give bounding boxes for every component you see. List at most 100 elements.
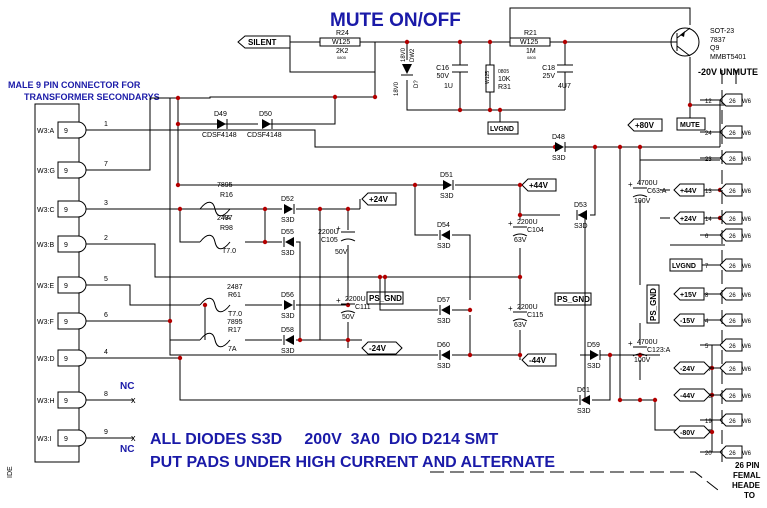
header-pin-sheet: W6 xyxy=(742,234,752,240)
diode-part: S3D xyxy=(440,193,454,200)
fuse-code: 2487 xyxy=(227,284,243,291)
fuse-code: 2487 xyxy=(217,215,233,222)
header-pin-number: 20 xyxy=(705,451,712,457)
pin-number: 9 xyxy=(64,398,68,405)
nc-x-mark: x xyxy=(131,395,136,405)
flag-plus24v: +24V xyxy=(361,192,397,206)
diode-part: S3D xyxy=(437,363,451,370)
pin-name: W3:B xyxy=(37,242,54,249)
header-pin-sheet: W6 xyxy=(742,189,752,195)
svg-text:SILENT: SILENT xyxy=(248,38,277,47)
junction-dot xyxy=(317,206,323,212)
junction-dots xyxy=(167,39,723,435)
header-pin-sheet: W6 xyxy=(742,217,752,223)
pin-name: W3:C xyxy=(37,207,55,214)
diode-part: CDSF4148 xyxy=(202,132,237,139)
header-pin-tag: 26 xyxy=(729,394,736,400)
cap-ref: C104 xyxy=(527,227,544,234)
diode-ref: D57 xyxy=(437,297,450,304)
cap-value: 2200U xyxy=(345,296,366,303)
header-pin-number: 19 xyxy=(705,419,712,425)
diode-ref: D54 xyxy=(437,222,450,229)
svg-text:PS_GND: PS_GND xyxy=(369,294,402,303)
page-title: MUTE ON/OFF xyxy=(330,10,461,31)
svg-text:MUTE: MUTE xyxy=(680,122,700,129)
rectifier-wires xyxy=(95,96,725,453)
svg-text:W125: W125 xyxy=(332,39,350,46)
connector-title-2: TRANSFORMER SECONDARYS xyxy=(24,92,160,102)
svg-text:+80V: +80V xyxy=(635,121,655,130)
junction-dot xyxy=(457,107,463,113)
junction-dot xyxy=(372,94,378,100)
pin-shape xyxy=(57,349,87,367)
svg-text:2K2: 2K2 xyxy=(336,48,349,55)
diode-ref: D59 xyxy=(587,342,600,349)
diode-ref: D52 xyxy=(281,196,294,203)
svg-text:+44V: +44V xyxy=(529,181,549,190)
junction-dot xyxy=(497,107,503,113)
pin-number: 9 xyxy=(64,436,68,443)
diode-part: S3D xyxy=(574,223,588,230)
svg-text:0805: 0805 xyxy=(498,69,509,75)
svg-text:+: + xyxy=(336,296,341,305)
svg-text:D?: D? xyxy=(414,80,420,88)
board-outline xyxy=(430,70,737,491)
cap-value: 4700U xyxy=(637,180,658,187)
header-pin-sheet: W6 xyxy=(742,264,752,270)
pin-name: W3:A xyxy=(37,128,54,135)
flag-ps-gnd-2: PS_GND xyxy=(554,292,592,306)
diode-ref: D56 xyxy=(281,292,294,299)
pin-shape xyxy=(57,235,87,253)
header-pin-sheet: W6 xyxy=(742,157,752,163)
junction-dot xyxy=(345,206,351,212)
resistor-r21: R21 W125 1M 0805 xyxy=(509,30,551,60)
svg-text:+: + xyxy=(336,224,341,233)
junction-dot xyxy=(175,95,181,101)
resistor-r31: 0805 W125 10K R31 xyxy=(485,64,511,93)
fuse-rating: 7A xyxy=(228,346,237,353)
junction-dot xyxy=(637,397,643,403)
header-pin-tag: 26 xyxy=(729,234,736,240)
pin-number: 9 xyxy=(64,283,68,290)
pin-shape xyxy=(57,312,87,330)
header-pin-tag: 26 xyxy=(729,99,736,105)
capacitor-group: +2200UC10550V+2200UC10463V+2200UC11150V+… xyxy=(318,180,671,364)
pin-line-number: 5 xyxy=(104,276,108,283)
cap-value: 2200U xyxy=(517,219,538,226)
junction-dot xyxy=(637,144,643,150)
svg-text:FEMAL: FEMAL xyxy=(733,471,761,480)
flag-silent: SILENT xyxy=(237,35,291,49)
header-pin-tag: 26 xyxy=(729,293,736,299)
diode-ref: D50 xyxy=(259,111,272,118)
junction-dot xyxy=(517,182,523,188)
diode-part: S3D xyxy=(552,155,566,162)
pin-shape xyxy=(57,276,87,294)
svg-text:R24: R24 xyxy=(336,30,349,37)
cap-ref: C115 xyxy=(527,312,543,319)
svg-text:W125: W125 xyxy=(520,39,538,46)
svg-text:DW2: DW2 xyxy=(410,48,416,62)
pin-number: 9 xyxy=(64,168,68,175)
junction-dot xyxy=(652,397,658,403)
svg-text:R21: R21 xyxy=(524,30,537,37)
svg-text:-44V: -44V xyxy=(529,356,547,365)
diode-part: S3D xyxy=(281,217,295,224)
diode-ref: D60 xyxy=(437,342,450,349)
svg-text:-15V: -15V xyxy=(680,318,695,325)
svg-text:18V0: 18V0 xyxy=(401,47,407,62)
svg-text:+15V: +15V xyxy=(680,292,697,299)
junction-dot xyxy=(377,274,383,280)
header-pin-number: 7 xyxy=(705,264,709,270)
junction-dot xyxy=(617,397,623,403)
svg-text:7837: 7837 xyxy=(710,37,726,44)
header-pin-sheet: W6 xyxy=(742,419,752,425)
